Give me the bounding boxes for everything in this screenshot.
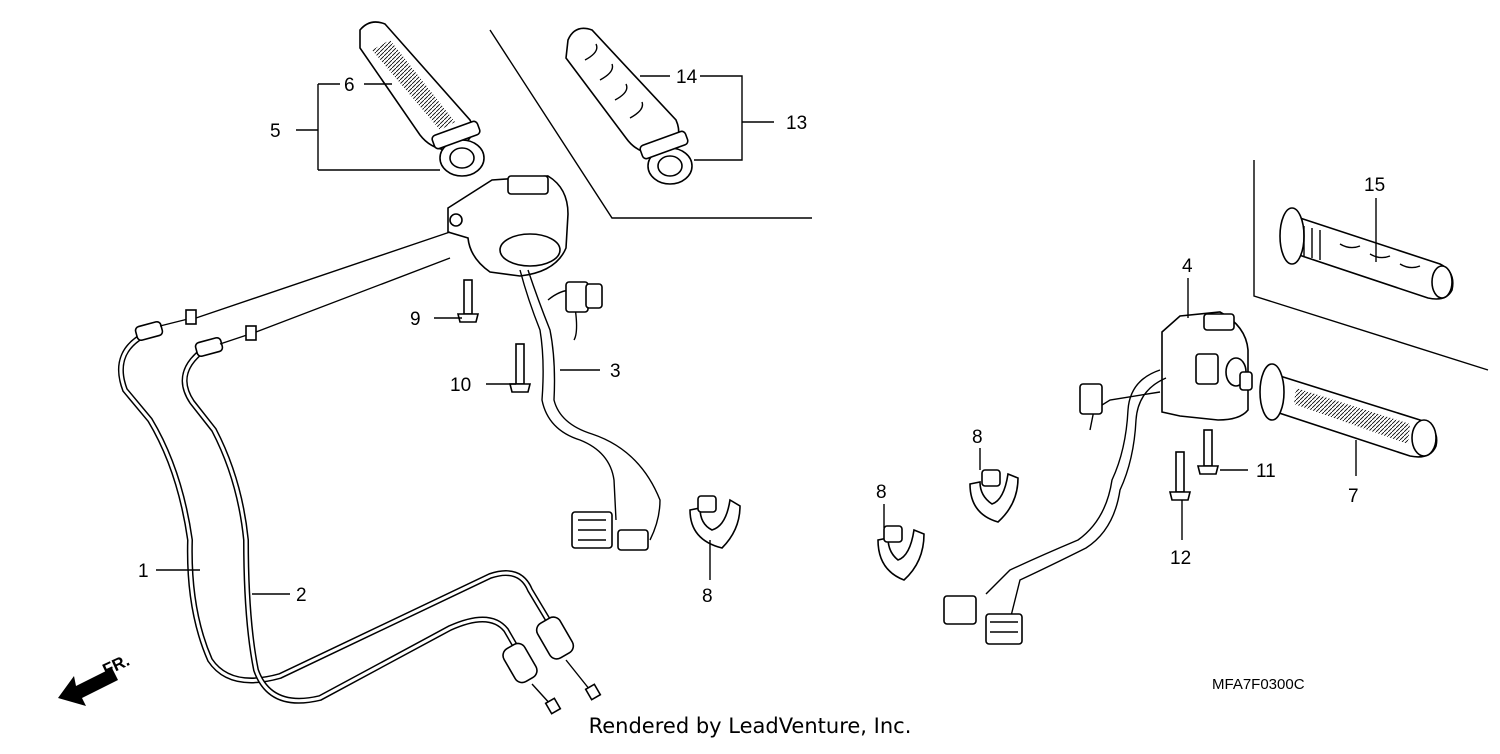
cable-band-8-mid[interactable] [877,525,925,581]
screw-12[interactable] [1168,451,1192,501]
leader-lines [156,75,1377,595]
cable-guide-lines [195,231,451,333]
throttle-grip-alt[interactable] [565,27,693,185]
left-grip[interactable] [1259,363,1438,458]
callout-7: 7 [1348,486,1359,507]
screw-10[interactable] [508,343,532,393]
screw-9[interactable] [456,279,480,323]
callout-11: 11 [1256,461,1276,482]
callout-4: 4 [1182,256,1193,277]
callout-5: 5 [270,121,281,142]
callout-14: 14 [676,67,698,88]
cable-band-8-right[interactable] [969,469,1019,523]
callout-12: 12 [1170,548,1191,569]
callout-3: 3 [610,361,621,382]
inset-border-top [489,29,812,219]
front-arrow-icon: FR. [58,651,133,706]
right-switch-harness [519,269,661,551]
callout-8-left: 8 [702,586,713,607]
callout-13: 13 [786,113,807,134]
callout-6: 6 [344,75,355,96]
cable-band-8-left[interactable] [689,495,741,549]
throttle-grip[interactable] [359,21,485,177]
callout-15: 15 [1364,175,1385,196]
callout-10: 10 [450,375,471,396]
throttle-cable-2[interactable] [181,325,562,715]
callout-2: 2 [296,585,307,606]
callout-8-right: 8 [972,427,983,448]
left-switch-harness [943,369,1167,645]
footer-credit: Rendered by LeadVenture, Inc. [588,714,912,738]
callout-9: 9 [410,309,421,330]
left-grip-alt[interactable] [1279,207,1454,300]
drawing-code: MFA7F0300C [1212,676,1305,693]
callout-1: 1 [138,561,149,582]
left-switch-housing[interactable] [1161,311,1253,421]
right-switch-housing[interactable] [447,175,569,277]
throttle-cable-1[interactable] [118,309,602,701]
inset-border-right [1253,160,1489,371]
screw-11[interactable] [1196,429,1220,475]
callout-8-mid: 8 [876,482,887,503]
